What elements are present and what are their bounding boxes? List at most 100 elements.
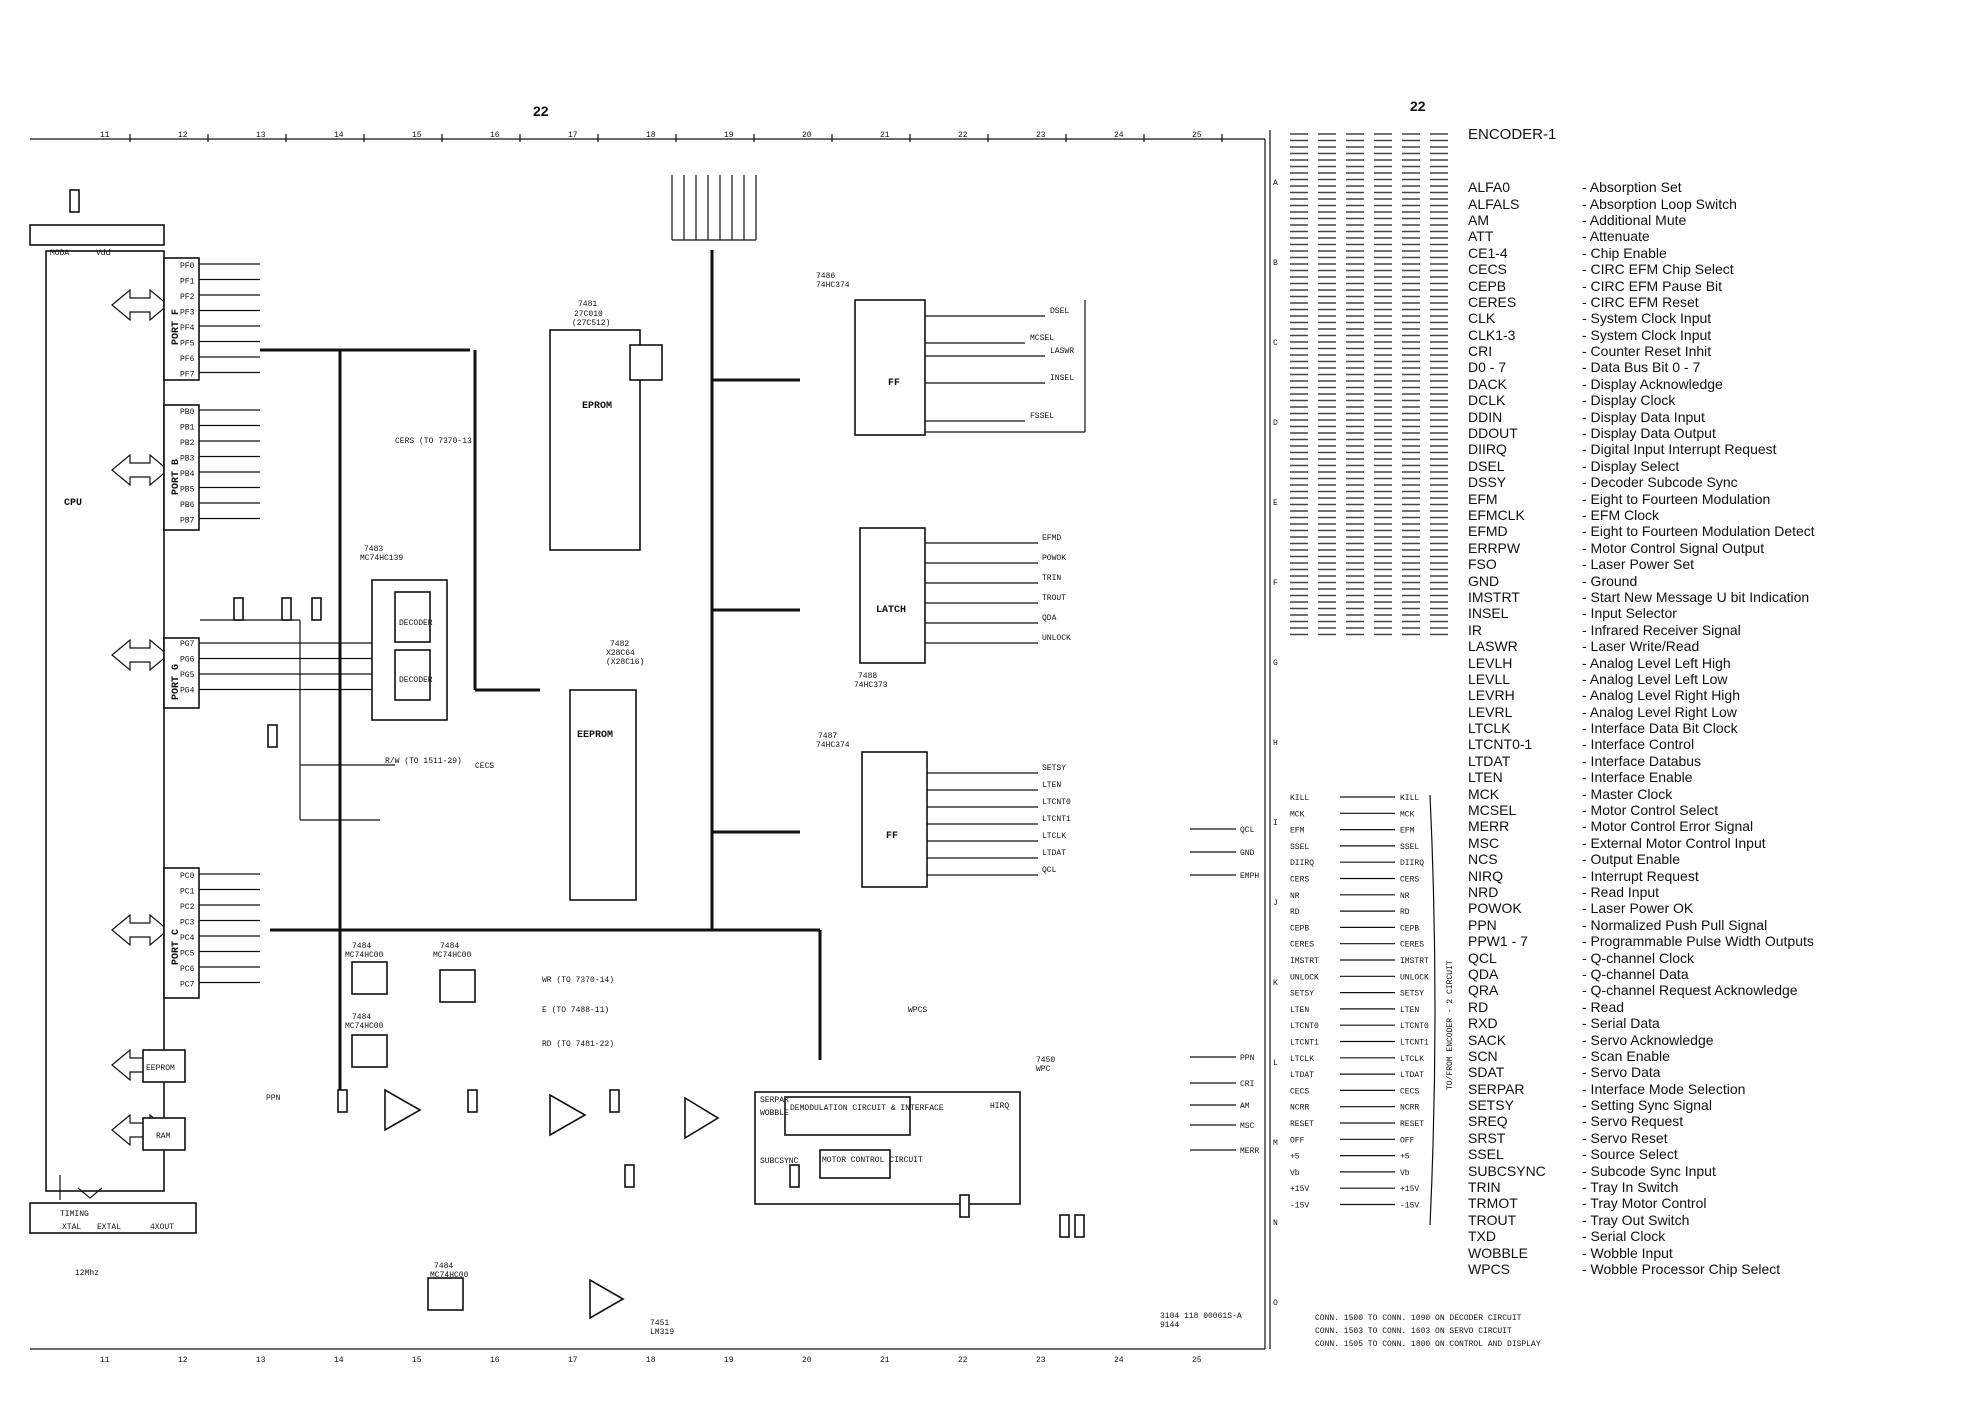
port-b-pin: PB7 bbox=[180, 517, 195, 526]
legend-desc: - Output Enable bbox=[1582, 851, 1681, 868]
right-connector-cri: CRI bbox=[1240, 1080, 1254, 1089]
legend-desc: - Servo Acknowledge bbox=[1582, 1031, 1714, 1048]
legend-desc: - External Motor Control Input bbox=[1582, 834, 1766, 851]
drawing-sub: 9144 bbox=[1160, 1321, 1179, 1330]
legend-desc: - CIRC EFM Chip Select bbox=[1582, 261, 1734, 278]
legend-abbr: CLK bbox=[1468, 310, 1496, 327]
cpu-vdd-pin: Vdd bbox=[96, 249, 111, 258]
legend-item: ERRPW- Motor Control Signal Output bbox=[1468, 540, 1968, 556]
latch-signal-trin: TRIN bbox=[1042, 574, 1061, 583]
cpu-moda-pin: MODA bbox=[50, 249, 69, 258]
demodulation-block: DEMODULATION CIRCUIT & INTERFACE MOTOR C… bbox=[754, 1056, 1055, 1205]
legend-item: TRMOT- Tray Motor Control bbox=[1468, 1195, 1968, 1211]
legend-abbr: TXD bbox=[1468, 1228, 1496, 1245]
legend-item: LASWR- Laser Write/Read bbox=[1468, 638, 1968, 654]
legend-abbr: NCS bbox=[1468, 851, 1498, 868]
legend-abbr: ALFALS bbox=[1468, 195, 1520, 212]
grid-row-label: B bbox=[1273, 259, 1278, 268]
port-c-pin: PC7 bbox=[180, 981, 195, 990]
grid-row-label: F bbox=[1273, 579, 1278, 588]
port-g-pin: PG5 bbox=[180, 671, 195, 680]
bus-signal-ltdat-out: LTDAT bbox=[1400, 1071, 1424, 1080]
legend-desc: - Interface Mode Selection bbox=[1582, 1080, 1746, 1097]
legend-desc: - Input Selector bbox=[1582, 605, 1677, 622]
legend-abbr: CECS bbox=[1468, 261, 1507, 278]
legend-abbr: QCL bbox=[1468, 949, 1497, 966]
legend-abbr: CLK1-3 bbox=[1468, 326, 1516, 343]
legend-item: MCK- Master Clock bbox=[1468, 785, 1968, 802]
grid-column-label: 17 bbox=[568, 1356, 578, 1365]
legend-item: LTCLK- Interface Data Bit Clock bbox=[1468, 720, 1968, 736]
grid-row-label: A bbox=[1273, 179, 1278, 188]
svg-text:MC74HC00: MC74HC00 bbox=[345, 951, 384, 960]
bus-signal-unlock-out: UNLOCK bbox=[1400, 973, 1429, 982]
port-c-label: PORT C bbox=[171, 929, 182, 965]
legend-desc: - Interface Control bbox=[1582, 736, 1695, 753]
eeprom-label: EEPROM bbox=[577, 730, 613, 741]
legend-item: DDIN- Display Data Input bbox=[1468, 408, 1968, 425]
bus-signal-ltcnt1: LTCNT1 bbox=[1290, 1039, 1319, 1048]
legend-item: LEVLH- Analog Level Left High bbox=[1468, 654, 1968, 671]
legend-desc: - Q-channel Request Acknowledge bbox=[1582, 982, 1798, 999]
bus-signal-efm-out: EFM bbox=[1400, 827, 1415, 836]
bus-signal-vb: Vb bbox=[1290, 1169, 1300, 1178]
port-c-pin: PC2 bbox=[180, 903, 195, 912]
legend-item: SSEL- Source Select bbox=[1468, 1146, 1968, 1162]
bus-signal-cers-out: CERS bbox=[1400, 876, 1419, 885]
lm319-part: LM319 bbox=[650, 1328, 674, 1337]
legend-item: SCN- Scan Enable bbox=[1468, 1048, 1968, 1064]
ram-label: RAM bbox=[156, 1132, 171, 1141]
bus-signal-ssel-out: SSEL bbox=[1400, 843, 1419, 852]
legend-desc: - System Clock Input bbox=[1582, 310, 1712, 327]
legend-title: ENCODER-1 bbox=[1468, 126, 1557, 143]
right-connector-msc: MSC bbox=[1240, 1122, 1255, 1131]
legend-abbr: SERPAR bbox=[1468, 1080, 1525, 1097]
bus-signal-nr-out: NR bbox=[1400, 892, 1410, 901]
legend-abbr: ERRPW bbox=[1468, 539, 1521, 556]
svg-text:R/W (TO 1511-29): R/W (TO 1511-29) bbox=[385, 757, 462, 766]
port-c-pin: PC5 bbox=[180, 950, 195, 959]
port-f-pin: PF5 bbox=[180, 340, 195, 349]
bus-signal-lten: LTEN bbox=[1290, 1006, 1309, 1015]
bus-signal-kill: KILL bbox=[1290, 794, 1309, 803]
grid-column-label: 23 bbox=[1036, 1356, 1046, 1365]
serpar-pin: SERPAR bbox=[760, 1096, 789, 1105]
port-f-box bbox=[163, 257, 200, 381]
legend-abbr: LTDAT bbox=[1468, 752, 1511, 769]
legend-abbr: POWOK bbox=[1468, 900, 1522, 917]
legend-item: ATT- Attenuate bbox=[1468, 228, 1968, 244]
legend-abbr: MERR bbox=[1468, 818, 1510, 835]
grid-column-label: 16 bbox=[490, 1356, 500, 1365]
legend-item: FSO- Laser Power Set bbox=[1468, 556, 1968, 572]
svg-text:MC74HC00: MC74HC00 bbox=[433, 951, 472, 960]
legend-item: POWOK- Laser Power OK bbox=[1468, 900, 1968, 916]
port-g-label: PORT G bbox=[171, 664, 182, 700]
legend-item: QDA- Q-channel Data bbox=[1468, 966, 1968, 982]
svg-text:E (TO 7488-11): E (TO 7488-11) bbox=[542, 1006, 609, 1015]
latch-signal-efmd: EFMD bbox=[1042, 534, 1061, 543]
bus-signal-imstrt-out: IMSTRT bbox=[1400, 957, 1429, 966]
ff-top-signal-insel: INSEL bbox=[1050, 374, 1074, 383]
grid-column-label: 16 bbox=[490, 131, 500, 140]
grid-column-label: 25 bbox=[1192, 1356, 1202, 1365]
ff-bottom-signal-ltclk: LTCLK bbox=[1042, 832, 1066, 841]
decoder-part: MC74HC139 bbox=[360, 554, 403, 563]
ff-top-chip: FF 7486 74HC374 bbox=[816, 272, 926, 436]
legend-desc: - CIRC EFM Reset bbox=[1582, 293, 1699, 310]
legend-desc: - Interface Databus bbox=[1582, 752, 1702, 769]
bus-signal-ssel: SSEL bbox=[1290, 843, 1309, 852]
grid-row-label: D bbox=[1273, 419, 1278, 428]
legend-abbr: IR bbox=[1468, 621, 1482, 638]
bus-signal-unlock: UNLOCK bbox=[1290, 973, 1319, 982]
legend-abbr: DACK bbox=[1468, 375, 1507, 392]
demod-label: DEMODULATION CIRCUIT & INTERFACE bbox=[790, 1104, 944, 1113]
right-connector-ppn: PPN bbox=[1240, 1054, 1255, 1063]
eprom-label: EPROM bbox=[582, 401, 612, 412]
legend-abbr: CE1-4 bbox=[1468, 244, 1508, 261]
port-f-pin: PF1 bbox=[180, 278, 195, 287]
port-f-pin: PF3 bbox=[180, 309, 195, 318]
bus-signal-cecs: CECS bbox=[1290, 1087, 1309, 1096]
latch-part: 74HC373 bbox=[854, 681, 888, 690]
legend-item: EFMD- Eight to Fourteen Modulation Detec… bbox=[1468, 523, 1968, 539]
